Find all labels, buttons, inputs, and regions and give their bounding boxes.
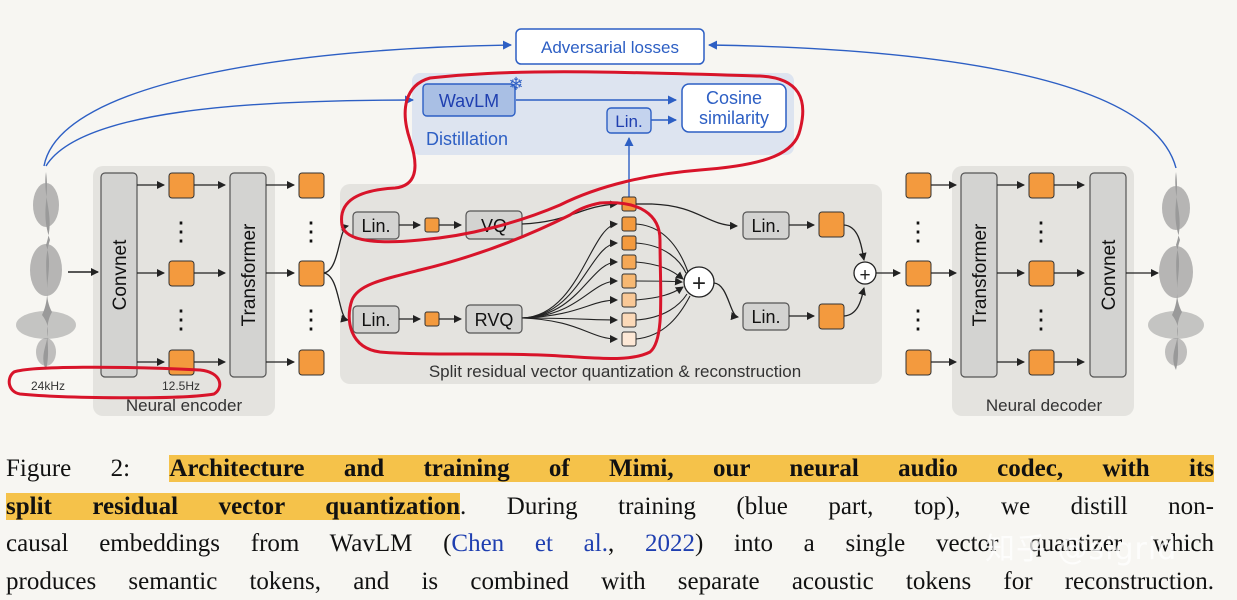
decoder-dots-lower: ⋮ — [1028, 304, 1054, 334]
caption-title-part-2: split residual vector quantization — [6, 493, 460, 520]
rvq-linear-label: Lin. — [361, 310, 390, 330]
encoder-dots-lower: ⋮ — [168, 304, 194, 334]
rvq-label: RVQ — [475, 310, 514, 330]
caption-line-2-rest: . During training (blue part, top), we d… — [460, 493, 1214, 520]
input-rate-label: 24kHz — [31, 379, 65, 393]
wavlm-label: WavLM — [439, 91, 499, 111]
acoustic-output-token — [819, 304, 844, 329]
citation-separator: , — [608, 530, 645, 557]
output-waveform-icon — [1148, 172, 1204, 370]
decoder-dots-upper: ⋮ — [1028, 216, 1054, 246]
input-waveform-icon — [16, 172, 76, 370]
caption-line-4: produces semantic tokens, and is combine… — [6, 563, 1214, 600]
decoder-input-tokens — [906, 173, 956, 375]
encoder-convnet-label: Convnet — [110, 239, 131, 310]
decoder-convnet-label: Convnet — [1099, 239, 1120, 310]
citation-year-link[interactable]: 2022 — [645, 530, 695, 557]
adversarial-losses-label: Adversarial losses — [541, 38, 679, 57]
vq-input-token — [425, 218, 439, 232]
split-rvq-label: Split residual vector quantization & rec… — [429, 362, 801, 381]
semantic-output-token — [819, 212, 844, 237]
distill-linear-label: Lin. — [615, 112, 642, 131]
transformer-dots-lower: ⋮ — [298, 304, 324, 334]
transformer-dots-upper: ⋮ — [298, 216, 324, 246]
vq-linear-label: Lin. — [361, 216, 390, 236]
caption-title-part-1: Architecture and training of Mimi, our n… — [169, 455, 1214, 482]
semantic-linear-label: Lin. — [751, 216, 780, 236]
caption-line-3-start: causal embeddings from WavLM ( — [6, 530, 451, 557]
caption-line-2: split residual vector quantization. Duri… — [6, 488, 1214, 526]
cosine-label: Cosine — [706, 88, 762, 108]
latent-rate-label: 12.5Hz — [162, 379, 200, 393]
distillation-label: Distillation — [426, 129, 508, 149]
watermark: 知乎 @sigrid — [985, 524, 1177, 568]
caption-line-1: Figure 2: Architecture and training of M… — [6, 450, 1214, 488]
similarity-label: similarity — [699, 108, 769, 128]
encoder-transformer-label: Transformer — [239, 223, 260, 326]
final-sum-symbol: + — [859, 265, 870, 286]
citation-author-link[interactable]: Chen et al. — [451, 530, 608, 557]
acoustic-linear-label: Lin. — [751, 307, 780, 327]
decoder-transformer-label: Transformer — [970, 223, 991, 326]
architecture-figure: Adversarial losses WavLM ❄ Distillation … — [0, 0, 1237, 440]
encoder-dots-upper: ⋮ — [168, 216, 194, 246]
neural-decoder-label: Neural decoder — [986, 396, 1103, 415]
decoder-input-dots-lower: ⋮ — [905, 304, 931, 334]
decoder-input-dots-upper: ⋮ — [905, 216, 931, 246]
sum-node-symbol: + — [692, 270, 706, 297]
rvq-input-token — [425, 312, 439, 326]
caption-prefix: Figure 2: — [6, 455, 169, 482]
frozen-snowflake-icon: ❄ — [508, 74, 523, 94]
